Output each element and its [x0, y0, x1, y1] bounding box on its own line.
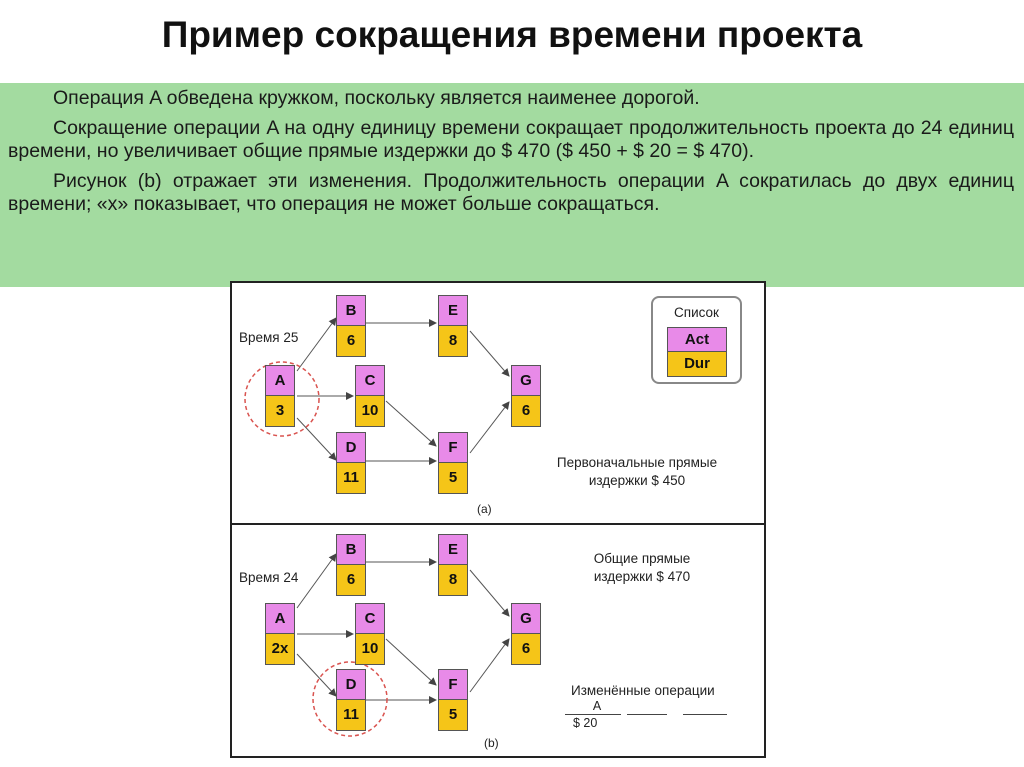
- node-a-A: A 3: [265, 365, 295, 427]
- arrow-b-ab: [296, 553, 337, 609]
- node-dur: 11: [336, 463, 366, 494]
- node-dur: 10: [355, 634, 385, 665]
- cost-label-a-line2: издержки $ 450: [588, 473, 686, 488]
- changed-op-cost: $ 20: [573, 716, 598, 730]
- network-figure: Время 25 Список Act Dur Первоначальные п…: [230, 281, 766, 758]
- node-act: C: [355, 603, 385, 634]
- arrows-layer: [244, 317, 510, 737]
- node-dur: 6: [336, 565, 366, 596]
- arrows-b: [296, 553, 510, 704]
- arrow-a-ab: [296, 317, 337, 372]
- time-label-a: Время 25: [239, 330, 299, 345]
- node-dur: 6: [336, 326, 366, 357]
- caption-b: (b): [484, 736, 499, 750]
- node-act: B: [336, 534, 366, 565]
- node-dur: 6: [511, 634, 541, 665]
- node-dur: 6: [511, 396, 541, 427]
- node-a-G: G 6: [511, 365, 541, 427]
- node-a-C: C 10: [355, 365, 385, 427]
- node-dur: 2x: [265, 634, 295, 665]
- highlight-circle-a: [244, 361, 320, 437]
- node-dur: 5: [438, 700, 468, 731]
- node-act: C: [355, 365, 385, 396]
- arrow-b-ad: [296, 653, 337, 697]
- legend-dur: Dur: [667, 352, 727, 377]
- node-b-A: A 2x: [265, 603, 295, 665]
- arrow-a-ad: [296, 417, 337, 461]
- node-dur: 8: [438, 565, 468, 596]
- legend-box: Список Act Dur: [651, 296, 742, 384]
- node-act: A: [265, 365, 295, 396]
- arrow-a-cf: [385, 400, 437, 447]
- legend-act: Act: [667, 327, 727, 352]
- node-dur: 10: [355, 396, 385, 427]
- node-dur: 5: [438, 463, 468, 494]
- changed-op-line-3: [683, 714, 727, 715]
- node-act: B: [336, 295, 366, 326]
- cost-label-b-line2: издержки $ 470: [593, 569, 691, 584]
- node-dur: 8: [438, 326, 468, 357]
- changed-op-line-2: [627, 714, 667, 715]
- cost-label-a-line1: Первоначальные прямые: [556, 455, 718, 470]
- node-act: F: [438, 669, 468, 700]
- node-a-F: F 5: [438, 432, 468, 494]
- highlight-circle-b: [312, 661, 388, 737]
- node-b-G: G 6: [511, 603, 541, 665]
- changed-ops-title: Изменённые операции: [571, 683, 715, 698]
- node-b-D: D 11: [336, 669, 366, 731]
- node-act: D: [336, 432, 366, 463]
- node-b-B: B 6: [336, 534, 366, 596]
- arrows-a: [296, 317, 510, 465]
- node-act: F: [438, 432, 468, 463]
- changed-op-line-1: [565, 714, 621, 715]
- node-dur: 3: [265, 396, 295, 427]
- cost-label-b-line1: Общие прямые: [593, 551, 691, 566]
- node-act: E: [438, 295, 468, 326]
- arrow-b-fg: [469, 638, 510, 693]
- paragraph-2: Сокращение операции A на одну единицу вр…: [8, 117, 1014, 162]
- node-a-B: B 6: [336, 295, 366, 357]
- paragraph-1: Операция A обведена кружком, поскольку я…: [53, 87, 700, 109]
- arrow-b-cf: [385, 638, 437, 686]
- node-act: A: [265, 603, 295, 634]
- node-b-F: F 5: [438, 669, 468, 731]
- caption-a: (a): [477, 502, 492, 516]
- arrow-a-fg: [469, 401, 510, 454]
- node-b-E: E 8: [438, 534, 468, 596]
- arrow-a-eg: [469, 330, 510, 377]
- node-act: G: [511, 603, 541, 634]
- page-title: Пример сокращения времени проекта: [161, 14, 863, 55]
- node-b-C: C 10: [355, 603, 385, 665]
- explanation-text-block: Операция A обведена кружком, поскольку я…: [0, 83, 1024, 287]
- arrow-b-eg: [469, 569, 510, 617]
- node-act: G: [511, 365, 541, 396]
- node-a-D: D 11: [336, 432, 366, 494]
- node-act: D: [336, 669, 366, 700]
- time-label-b: Время 24: [239, 570, 299, 585]
- legend-title: Список: [674, 305, 719, 320]
- node-dur: 11: [336, 700, 366, 731]
- node-a-E: E 8: [438, 295, 468, 357]
- figure-divider: [232, 523, 764, 525]
- node-act: E: [438, 534, 468, 565]
- changed-op-act: A: [592, 699, 602, 713]
- paragraph-3: Рисунок (b) отражает эти изменения. Прод…: [8, 170, 1014, 215]
